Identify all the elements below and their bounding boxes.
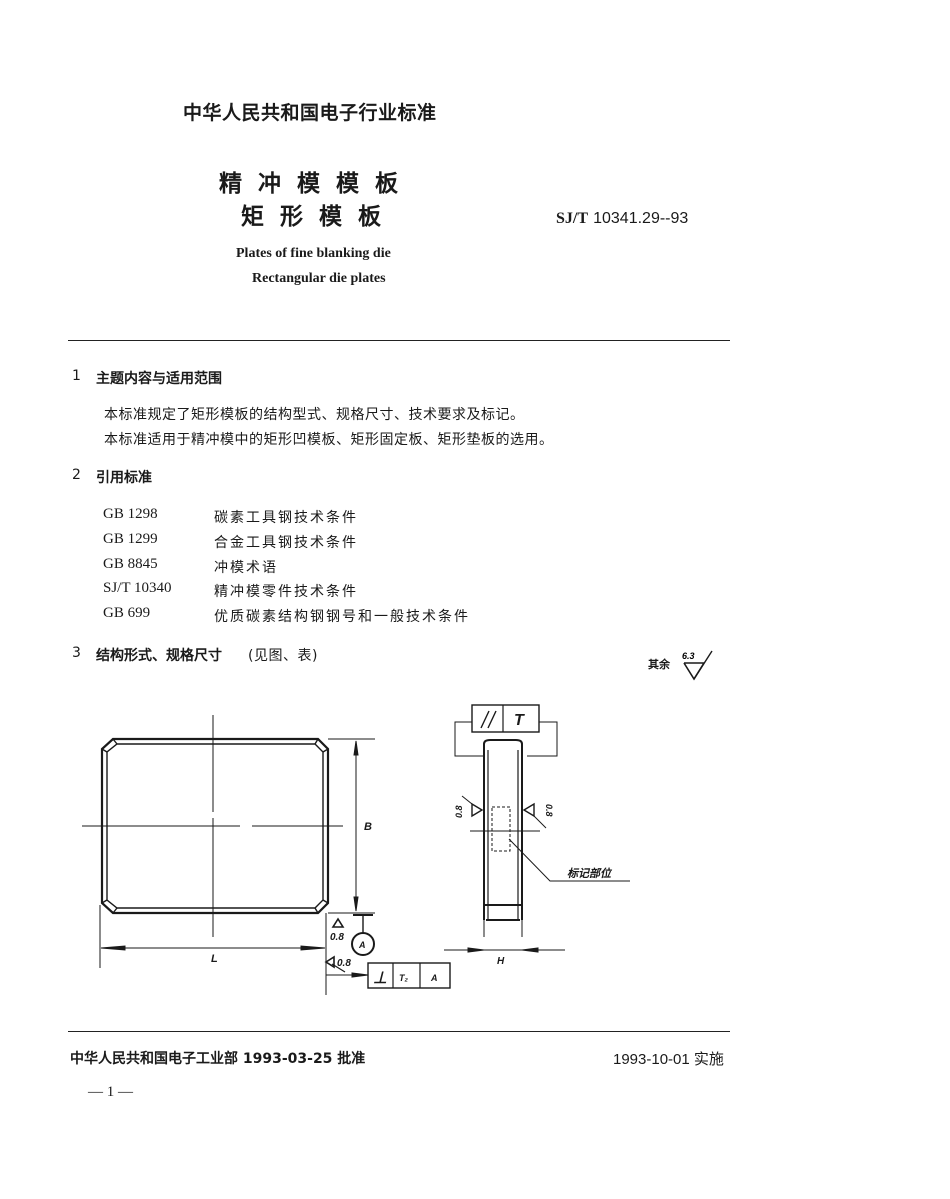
effective-date: 1993-10-01 实施: [613, 1051, 724, 1068]
title-chinese-line2: 矩形模板: [241, 204, 397, 230]
reference-title: 优质碳素结构钢钢号和一般技术条件: [214, 609, 470, 625]
dimension-l-label: L: [211, 953, 218, 965]
dimension-b-label: B: [364, 821, 372, 833]
parallelism-tolerance: T: [514, 712, 525, 729]
section-2-number: 2: [72, 467, 81, 483]
datum-symbols: [324, 914, 451, 989]
datum-a-label: A: [358, 940, 366, 950]
technical-drawing: B L 0.8 0.8 A ⊥ T₂ A: [82, 704, 630, 995]
perpendicularity-datum: A: [430, 973, 438, 983]
reference-title: 精冲模零件技术条件: [214, 584, 358, 600]
title-chinese-line1: 精冲模模板: [219, 171, 414, 197]
section-1-number: 1: [72, 368, 81, 384]
title-english-line1: Plates of fine blanking die: [236, 246, 391, 261]
reference-code: GB 8845: [103, 556, 158, 572]
reference-code: SJ/T 10340: [103, 580, 172, 596]
reference-title: 合金工具钢技术条件: [214, 535, 358, 551]
issuing-organization: 中华人民共和国电子行业标准: [183, 102, 437, 124]
reference-title: 冲模术语: [214, 560, 278, 576]
reference-code: GB 699: [103, 605, 151, 621]
reference-code: GB 1298: [103, 506, 158, 522]
roughness-side-value: 0.8: [337, 958, 351, 969]
section-1-paragraph: 本标准适用于精冲模中的矩形凹模板、矩形固定板、矩形垫板的选用。: [104, 432, 554, 448]
approval-statement: 中华人民共和国电子工业部 1993-03-25 批准: [70, 1051, 366, 1067]
perpendicularity-icon: ⊥: [373, 970, 387, 987]
header-divider: [68, 340, 730, 341]
standard-number: 10341.29--93: [593, 210, 689, 227]
roughness-left-value: 0.8: [454, 805, 464, 818]
marking-location-label: 标记部位: [567, 867, 613, 880]
side-view: [444, 704, 630, 953]
reference-title: 碳素工具钢技术条件: [214, 510, 358, 526]
surface-roughness-icon: 6.3: [682, 650, 713, 681]
reference-code: GB 1299: [103, 531, 158, 547]
roughness-bottom-value: 0.8: [330, 932, 344, 943]
section-1-title: 主题内容与适用范围: [96, 371, 222, 387]
standard-prefix: SJ/T: [556, 210, 589, 227]
footer-divider: [68, 1031, 730, 1032]
roughness-right-value: 0.8: [544, 804, 554, 817]
roughness-value: 6.3: [682, 651, 695, 661]
section-2-title: 引用标准: [96, 470, 152, 486]
perpendicularity-tolerance: T₂: [399, 973, 408, 983]
section-3-number: 3: [72, 645, 81, 661]
section-3-title: 结构形式、规格尺寸: [96, 648, 222, 664]
standard-code: SJ/T 10341.29--93: [556, 208, 688, 228]
dimension-h-label: H: [497, 956, 505, 967]
front-view: [82, 715, 375, 995]
page-number: — 1 —: [88, 1084, 133, 1100]
title-english-line2: Rectangular die plates: [252, 271, 386, 286]
roughness-label: 其余: [648, 658, 670, 671]
section-1-paragraph: 本标准规定了矩形模板的结构型式、规格尺寸、技术要求及标记。: [104, 407, 525, 423]
section-3-note: (见图、表): [248, 648, 318, 664]
